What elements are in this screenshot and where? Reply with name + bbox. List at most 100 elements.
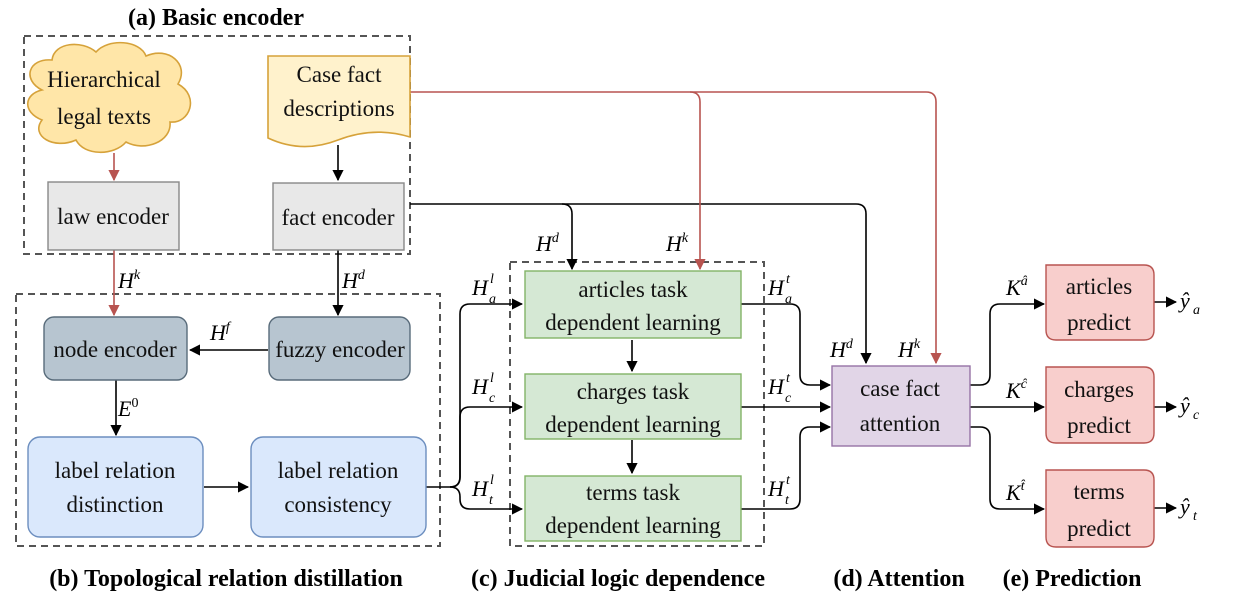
consistency-line1: label relation <box>278 458 399 483</box>
sym-K: K <box>1005 275 1022 300</box>
sym-c-hat: ĉ <box>1021 377 1028 392</box>
charges-task-node: charges task dependent learning <box>524 373 742 440</box>
sym-H: H <box>829 337 847 362</box>
charges-task-line1: charges task <box>577 379 690 404</box>
label-Hd-fact: Hd <box>341 268 366 293</box>
topological-frame <box>15 293 441 547</box>
arrow-fact-to-attention <box>562 203 872 365</box>
fact-encoder-node: fact encoder <box>272 182 405 251</box>
arrow-casefact-to-attention <box>690 91 942 365</box>
distinction-line1: label relation <box>55 458 176 483</box>
Htl-sub: t <box>489 493 494 508</box>
sym-a-hat: â <box>1021 274 1028 289</box>
caption-topological-relation: (b) Topological relation distillation <box>49 566 403 592</box>
sym-k: k <box>914 337 921 352</box>
sym-d: d <box>552 231 560 246</box>
sym-t-hat: t̂ <box>1021 479 1026 494</box>
terms-predict-line1: terms <box>1073 479 1124 504</box>
sym-H: H <box>665 231 683 256</box>
sym-K: K <box>1005 480 1022 505</box>
Hct-sup: t <box>786 371 791 386</box>
Htl-H: H <box>471 476 489 501</box>
node-encoder-node: node encoder <box>43 316 188 381</box>
caption-judicial-logic: (c) Judicial logic dependence <box>471 566 765 592</box>
sym-d: d <box>846 337 854 352</box>
charges-predict-line1: charges <box>1064 377 1134 402</box>
attention-line1: case fact <box>860 376 940 401</box>
terms-task-line2: dependent learning <box>545 513 721 538</box>
y-terms-sub: t <box>1193 509 1198 524</box>
arrow-articles-to-attention <box>741 303 832 391</box>
label-E0: E0 <box>117 396 138 421</box>
label-Hcl: H l c <box>471 371 496 406</box>
Hat-H: H <box>767 275 785 300</box>
sym-f: f <box>226 320 232 335</box>
sym-H: H <box>341 268 359 293</box>
fuzzy-encoder-label: fuzzy encoder <box>275 337 405 362</box>
sym-H: H <box>117 268 135 293</box>
label-Hal: H l a <box>471 272 496 307</box>
label-Hk-articles: Hk <box>665 231 689 256</box>
y-charges-y: ŷ <box>1178 393 1190 418</box>
output-y-charges: ŷ c <box>1178 393 1200 423</box>
articles-task-line2: dependent learning <box>545 310 721 335</box>
label-Htt: H t t <box>767 473 791 508</box>
arrow-consistency-to-terms <box>449 486 524 515</box>
Hal-H: H <box>471 275 489 300</box>
y-articles-y: ŷ <box>1178 288 1190 313</box>
caption-prediction: (e) Prediction <box>1003 566 1142 592</box>
Hat-sub: a <box>785 292 792 307</box>
consistency-line2: consistency <box>284 492 392 517</box>
fuzzy-encoder-node: fuzzy encoder <box>268 316 411 381</box>
arrow-terms-to-attention <box>741 421 832 510</box>
label-K-terms: Kt̂ <box>1005 479 1026 505</box>
hierarchical-legal-texts-node: Hierarchical legal texts <box>26 41 192 153</box>
Htt-sub: t <box>785 493 790 508</box>
label-Hd-attention: Hd <box>829 337 854 362</box>
law-encoder-node: law encoder <box>47 181 180 251</box>
attention-line2: attention <box>860 411 941 436</box>
arrow-attention-to-articles-predict <box>970 298 1046 386</box>
sym-H: H <box>535 231 553 256</box>
charges-predict-line2: predict <box>1067 413 1131 438</box>
case-fact-attention-node: case fact attention <box>831 365 971 447</box>
label-Hk-attention: Hk <box>897 337 921 362</box>
node-encoder-label: node encoder <box>53 337 177 362</box>
label-relation-distinction-node: label relation distinction <box>27 436 204 538</box>
hierarchical-legal-line2: legal texts <box>57 104 151 129</box>
charges-task-line2: dependent learning <box>545 412 721 437</box>
case-fact-line1: Case fact <box>297 62 383 87</box>
articles-task-line1: articles task <box>578 277 688 302</box>
output-y-terms: ŷ t <box>1178 494 1198 524</box>
label-Hd-articles: Hd <box>535 231 560 256</box>
basic-encoder-frame <box>23 35 411 255</box>
caption-attention: (d) Attention <box>833 566 964 592</box>
judicial-logic-frame <box>509 261 765 547</box>
Hct-H: H <box>767 374 785 399</box>
case-fact-descriptions-node: Case fact descriptions <box>267 55 411 148</box>
hierarchical-legal-line1: Hierarchical <box>47 67 161 92</box>
terms-task-line1: terms task <box>586 480 680 505</box>
distinction-line2: distinction <box>66 492 164 517</box>
sym-zero: 0 <box>131 396 138 411</box>
sym-E: E <box>117 396 132 421</box>
Hal-sup: l <box>490 272 494 287</box>
articles-predict-line2: predict <box>1067 310 1131 335</box>
arrow-attention-to-terms-predict <box>970 426 1046 515</box>
sym-H: H <box>209 320 227 345</box>
Htt-H: H <box>767 476 785 501</box>
label-K-charges: Kĉ <box>1005 377 1028 403</box>
arrow-consistency-to-charges <box>449 401 524 488</box>
label-Htl: H l t <box>471 473 494 508</box>
sym-K: K <box>1005 378 1022 403</box>
output-y-articles: ŷ a <box>1178 288 1200 318</box>
y-charges-sub: c <box>1193 408 1200 423</box>
Hcl-H: H <box>471 374 489 399</box>
articles-predict-line1: articles <box>1066 274 1132 299</box>
sym-H: H <box>897 337 915 362</box>
charges-predict-node: charges predict <box>1045 366 1155 444</box>
articles-predict-node: articles predict <box>1045 264 1155 341</box>
y-articles-sub: a <box>1193 303 1200 318</box>
Htt-sup: t <box>786 473 791 488</box>
label-Hk-law: Hk <box>117 268 141 293</box>
